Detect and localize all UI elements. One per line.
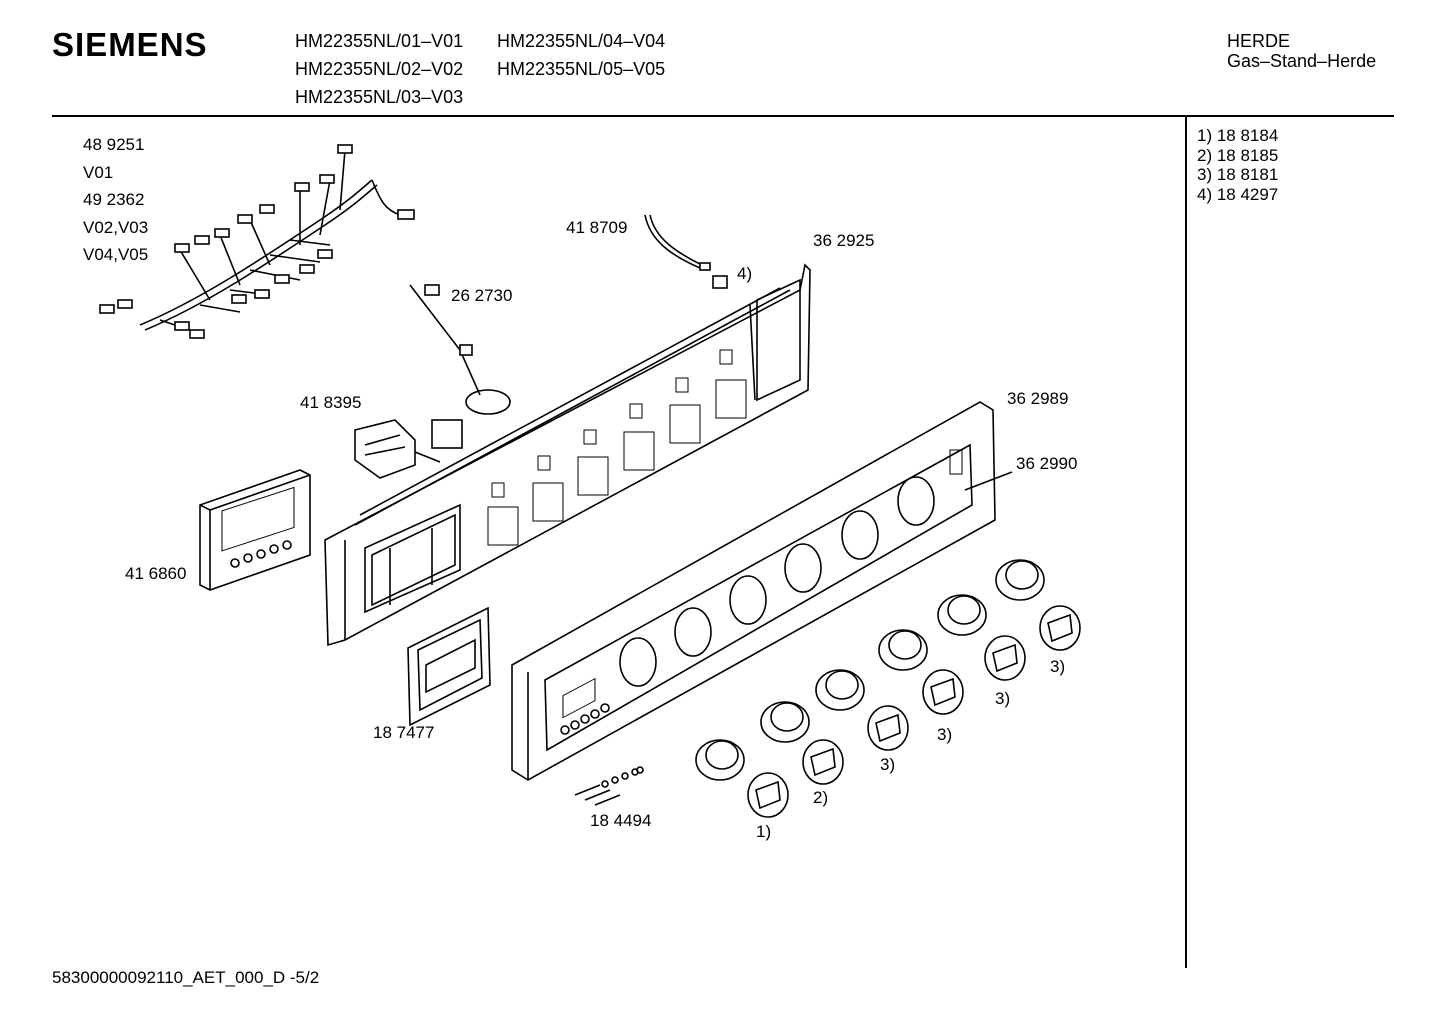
document-footer-code: 58300000092110_AET_000_D -5/2 — [52, 968, 320, 987]
thermostat-capillary — [409, 284, 511, 449]
control-panel-frame — [324, 263, 811, 647]
part-label: 36 2990 — [1016, 454, 1078, 473]
note-label: 3) — [995, 689, 1011, 708]
front-fascia — [511, 401, 1013, 781]
model-number: HM22355NL/01–V01 — [295, 31, 464, 51]
note-label: 1) — [756, 822, 772, 841]
sidebar-divider — [1185, 117, 1187, 968]
part-label: 26 2730 — [451, 286, 513, 305]
reference-item: 3) 18 8181 — [1197, 165, 1279, 184]
screw-set — [574, 766, 644, 806]
reference-item: 4) 18 4297 — [1197, 185, 1279, 204]
model-number: HM22355NL/03–V03 — [295, 87, 464, 107]
part-label: V04,V05 — [83, 245, 149, 264]
part-label: V01 — [83, 163, 114, 182]
reference-item: 2) 18 8185 — [1197, 146, 1279, 165]
reference-item: 1) 18 8184 — [1197, 126, 1279, 145]
category-title: HERDE — [1227, 31, 1291, 51]
note-label: 3) — [880, 755, 896, 774]
brand-logo: SIEMENS — [52, 26, 208, 63]
part-label: 41 6860 — [125, 564, 187, 583]
handle-bracket — [407, 606, 491, 727]
note-label: 3) — [1050, 657, 1066, 676]
model-number: HM22355NL/02–V02 — [295, 59, 464, 79]
model-number: HM22355NL/04–V04 — [497, 31, 666, 51]
display-module — [199, 469, 311, 591]
thermocouple-wire — [644, 214, 728, 289]
part-label: V02,V03 — [83, 218, 149, 237]
selector-switch — [354, 419, 441, 479]
category-subtitle: Gas–Stand–Herde — [1227, 51, 1377, 71]
model-number: HM22355NL/05–V05 — [497, 59, 666, 79]
part-label: 36 2925 — [813, 231, 875, 250]
part-label: 48 9251 — [83, 135, 145, 154]
note-label: 3) — [937, 725, 953, 744]
knob-rings — [695, 559, 1045, 781]
header-divider — [52, 115, 1394, 117]
note-label: 2) — [813, 788, 829, 807]
part-label: 41 8395 — [300, 393, 362, 412]
note-label: 4) — [737, 264, 753, 283]
part-label: 36 2989 — [1007, 389, 1069, 408]
control-knobs — [747, 605, 1081, 818]
wiring-harness — [99, 144, 415, 339]
part-label: 49 2362 — [83, 190, 145, 209]
part-label: 41 8709 — [566, 218, 628, 237]
part-label: 18 7477 — [373, 723, 435, 742]
part-label: 18 4494 — [590, 811, 652, 830]
